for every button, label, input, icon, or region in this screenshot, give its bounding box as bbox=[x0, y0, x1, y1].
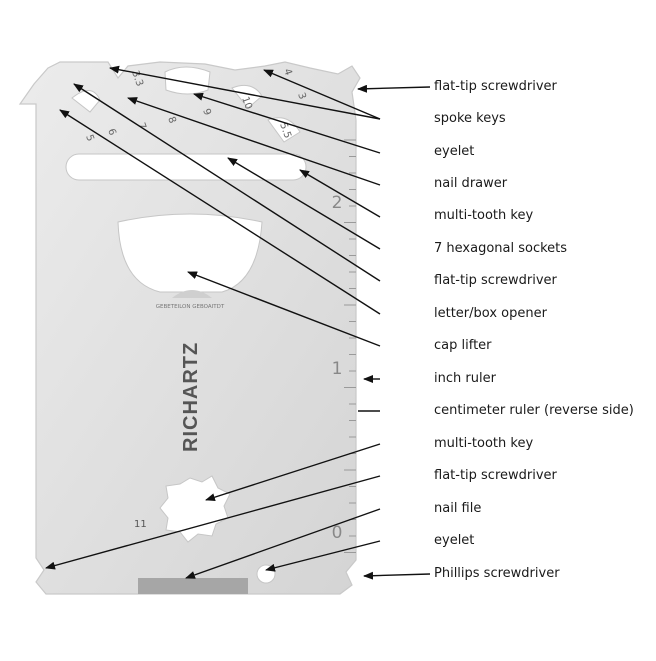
callout-spoke-keys: spoke keys bbox=[434, 111, 506, 126]
opener-recess bbox=[172, 290, 212, 298]
size-label-5: 5 bbox=[83, 133, 96, 143]
ruler-number-0: 0 bbox=[332, 523, 343, 543]
leader-line bbox=[205, 443, 381, 502]
callout-inch-ruler: inch ruler bbox=[434, 371, 496, 386]
leader-line bbox=[127, 97, 381, 186]
callout-nail-drawer: nail drawer bbox=[434, 176, 508, 191]
size-label-9: 9 bbox=[200, 107, 213, 117]
size-label-11: 11 bbox=[134, 519, 147, 530]
callout-flat-tip-screwdriver: flat-tip screwdriver bbox=[434, 468, 557, 483]
callout-phillips-screwdriver: Phillips screwdriver bbox=[434, 566, 560, 581]
leader-line bbox=[193, 92, 381, 154]
callout-centimeter-ruler-reverse-side: centimeter ruler (reverse side) bbox=[434, 403, 634, 418]
leader-line bbox=[263, 69, 381, 120]
leader-line bbox=[227, 157, 381, 250]
callout-eyelet: eyelet bbox=[434, 533, 475, 548]
leader-lines bbox=[45, 65, 431, 580]
size-label-3: 3 bbox=[295, 91, 308, 101]
leader-line bbox=[299, 169, 381, 218]
callout-cap-lifter: cap lifter bbox=[434, 338, 492, 353]
callout-flat-tip-screwdriver: flat-tip screwdriver bbox=[434, 79, 557, 94]
nail-drawer-slot bbox=[65, 153, 307, 181]
leader-line bbox=[59, 109, 381, 315]
leader-line bbox=[363, 571, 431, 580]
size-label-8: 8 bbox=[165, 115, 178, 125]
size-label-7: 7 bbox=[135, 121, 148, 131]
callout-letter-box-opener: letter/box opener bbox=[434, 306, 547, 321]
brand-text: RICHARTZ bbox=[180, 342, 202, 452]
nail-file bbox=[138, 578, 248, 594]
multi-tooth-key-hole bbox=[159, 475, 231, 543]
card-body bbox=[18, 61, 361, 595]
engraving-text: GEBETEILON GEBOAITDT bbox=[156, 304, 225, 310]
callout-flat-tip-screwdriver: flat-tip screwdriver bbox=[434, 273, 557, 288]
size-label-6: 6 bbox=[105, 127, 118, 137]
leader-line bbox=[109, 65, 381, 120]
size-label-5-5: 5.5 bbox=[277, 121, 293, 140]
callout-eyelet: eyelet bbox=[434, 144, 475, 159]
leader-line bbox=[357, 84, 431, 93]
leader-line bbox=[45, 475, 381, 570]
size-label-4: 4 bbox=[281, 67, 294, 77]
leader-line bbox=[73, 83, 381, 282]
callout-7-hexagonal-sockets: 7 hexagonal sockets bbox=[434, 241, 568, 256]
leader-line bbox=[185, 508, 381, 579]
leader-line bbox=[187, 271, 381, 347]
spoke-key-cutouts bbox=[71, 66, 301, 143]
callout-multi-tooth-key: multi-tooth key bbox=[434, 436, 534, 451]
callout-multi-tooth-key: multi-tooth key bbox=[434, 208, 534, 223]
leader-line bbox=[265, 540, 381, 572]
ruler-number-1: 1 bbox=[332, 359, 343, 379]
size-label-10: 10 bbox=[239, 95, 254, 111]
callout-nail-file: nail file bbox=[434, 501, 482, 516]
cap-lifter-cutout bbox=[117, 213, 263, 293]
ruler-number-2: 2 bbox=[332, 193, 343, 213]
